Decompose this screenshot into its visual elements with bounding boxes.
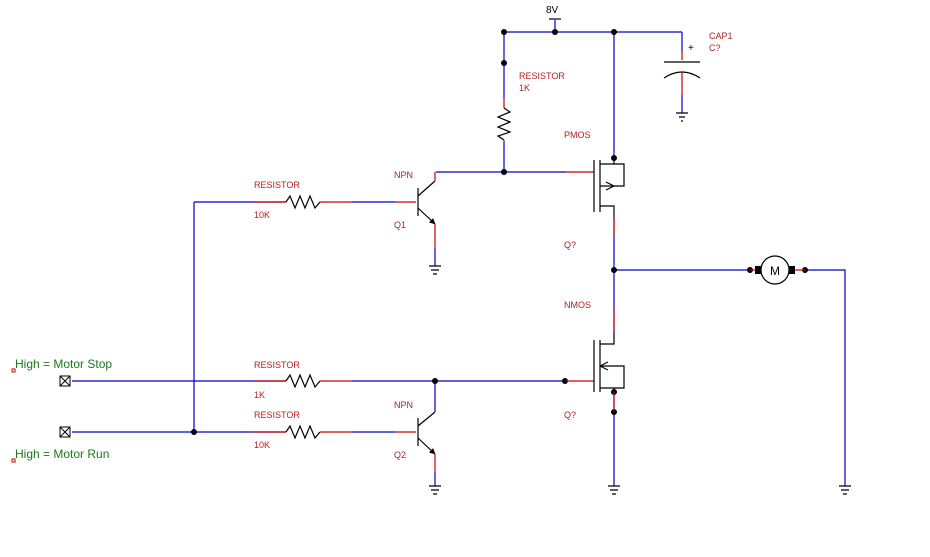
resistor-pullup-value: 1K bbox=[519, 83, 530, 93]
capacitor-polarity: + bbox=[688, 43, 694, 54]
capacitor-cap1: + CAP1 C? bbox=[663, 31, 733, 122]
resistor-pullup-1k: RESISTOR 1K bbox=[496, 71, 565, 142]
nmos-type: NMOS bbox=[564, 300, 591, 310]
nmos-ref: Q? bbox=[564, 410, 576, 420]
resistor-bot-value: 10K bbox=[254, 440, 270, 450]
supply-8v: 8V bbox=[546, 5, 561, 20]
resistor-bot-name: RESISTOR bbox=[254, 410, 300, 420]
capacitor-name: CAP1 bbox=[709, 31, 733, 41]
input-stop-label: High = Motor Stop bbox=[15, 357, 112, 371]
transistor-q1-npn: NPN Q1 bbox=[394, 170, 441, 275]
input-port-stop[interactable]: High = Motor Stop bbox=[11, 357, 112, 387]
input-port-run[interactable]: High = Motor Run bbox=[11, 426, 109, 463]
transistor-q2-npn: NPN Q2 bbox=[394, 400, 441, 495]
pmos-type: PMOS bbox=[564, 130, 591, 140]
resistor-mid-value: 1K bbox=[254, 390, 265, 400]
transistor-nmos: NMOS Q? bbox=[564, 300, 625, 495]
resistor-mid-1k: RESISTOR 1K bbox=[254, 360, 352, 400]
q2-type: NPN bbox=[394, 400, 413, 410]
capacitor-ref: C? bbox=[709, 43, 721, 53]
pmos-ref: Q? bbox=[564, 240, 576, 250]
motor-label: M bbox=[770, 264, 780, 278]
supply-label: 8V bbox=[546, 5, 559, 16]
resistor-top-10k: RESISTOR 10K bbox=[254, 180, 395, 220]
q2-ref: Q2 bbox=[394, 450, 406, 460]
resistor-top-value: 10K bbox=[254, 210, 270, 220]
motor: M bbox=[750, 255, 805, 285]
transistor-pmos: PMOS Q? bbox=[564, 130, 625, 250]
q1-type: NPN bbox=[394, 170, 413, 180]
resistor-top-name: RESISTOR bbox=[254, 180, 300, 190]
resistor-mid-name: RESISTOR bbox=[254, 360, 300, 370]
resistor-bot-10k: RESISTOR 10K bbox=[254, 410, 395, 450]
junction-dots bbox=[191, 29, 808, 435]
resistor-pullup-name: RESISTOR bbox=[519, 71, 565, 81]
input-run-label: High = Motor Run bbox=[15, 447, 109, 461]
wires bbox=[72, 20, 846, 486]
q1-ref: Q1 bbox=[394, 220, 406, 230]
ground-motor bbox=[839, 485, 851, 495]
